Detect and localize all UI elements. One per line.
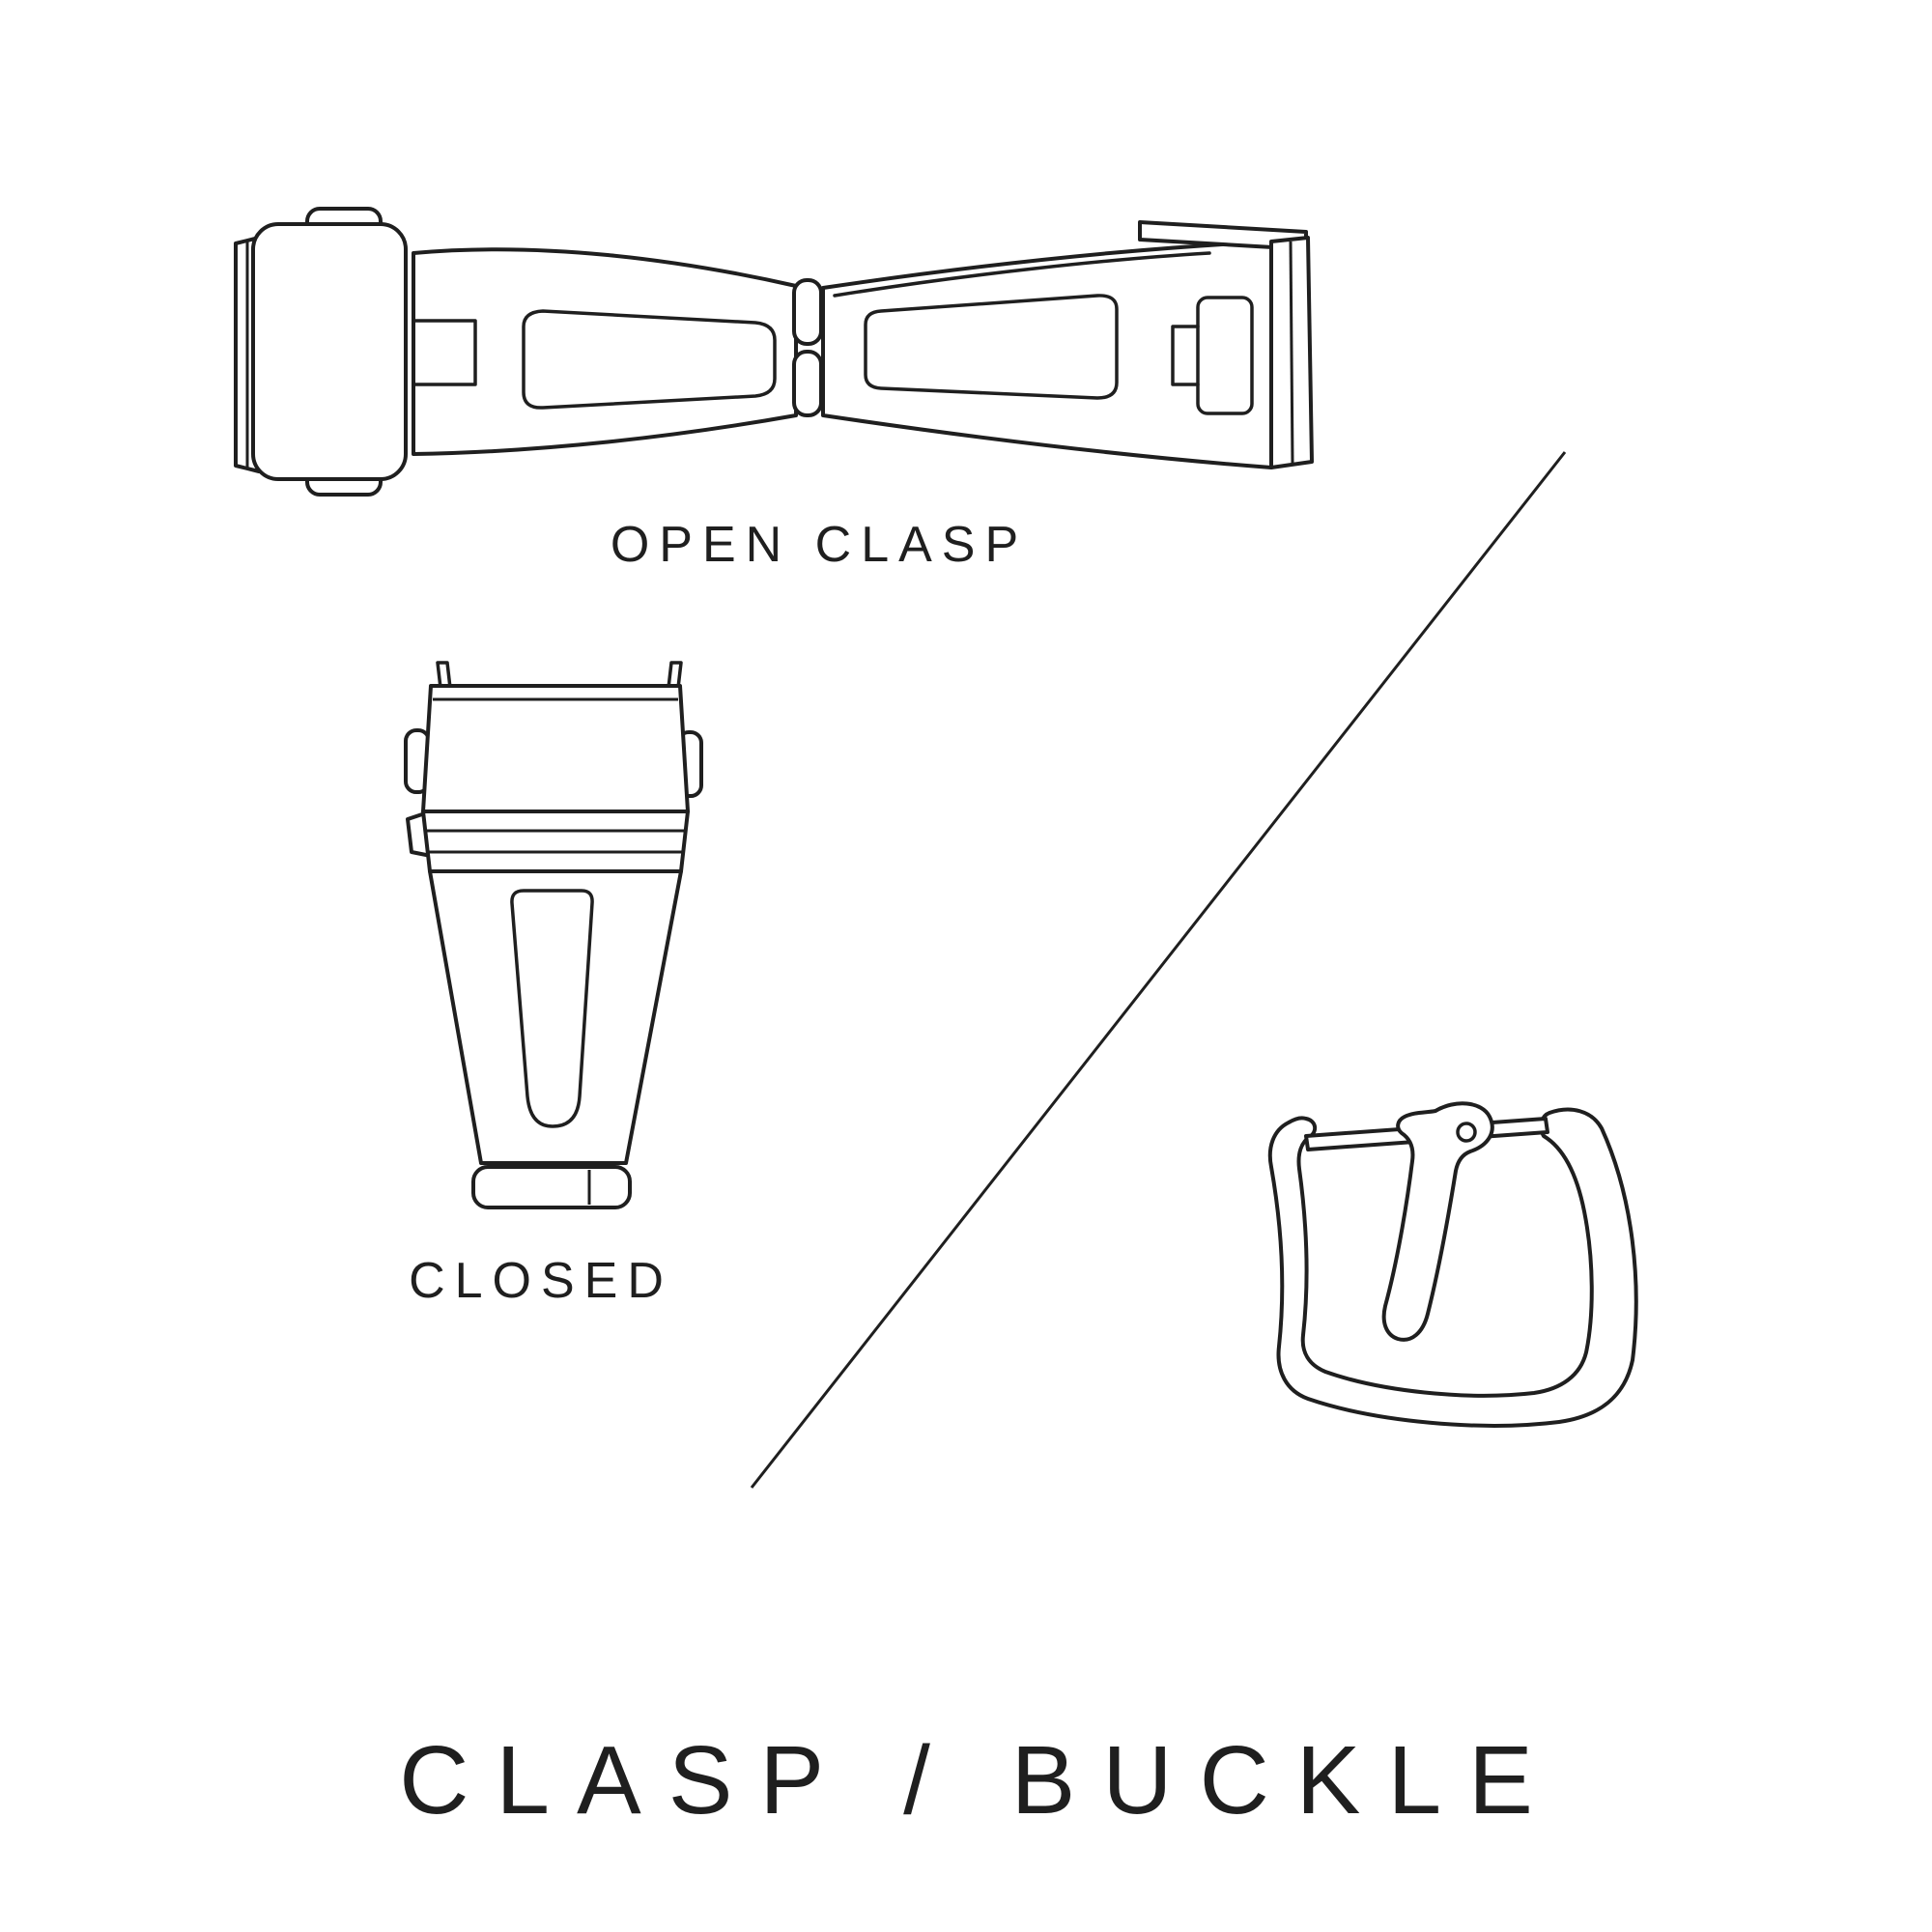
pin-buckle-illustration [1267,1101,1638,1428]
closed-clasp-caption: CLOSED [409,1253,673,1309]
closed-clasp-illustration [404,661,703,1209]
diagram-title: CLASP / BUCKLE [399,1726,1560,1834]
open-clasp-illustration [234,207,1314,497]
divider-line [750,451,1567,1489]
open-clasp-caption: OPEN CLASP [610,517,1029,573]
